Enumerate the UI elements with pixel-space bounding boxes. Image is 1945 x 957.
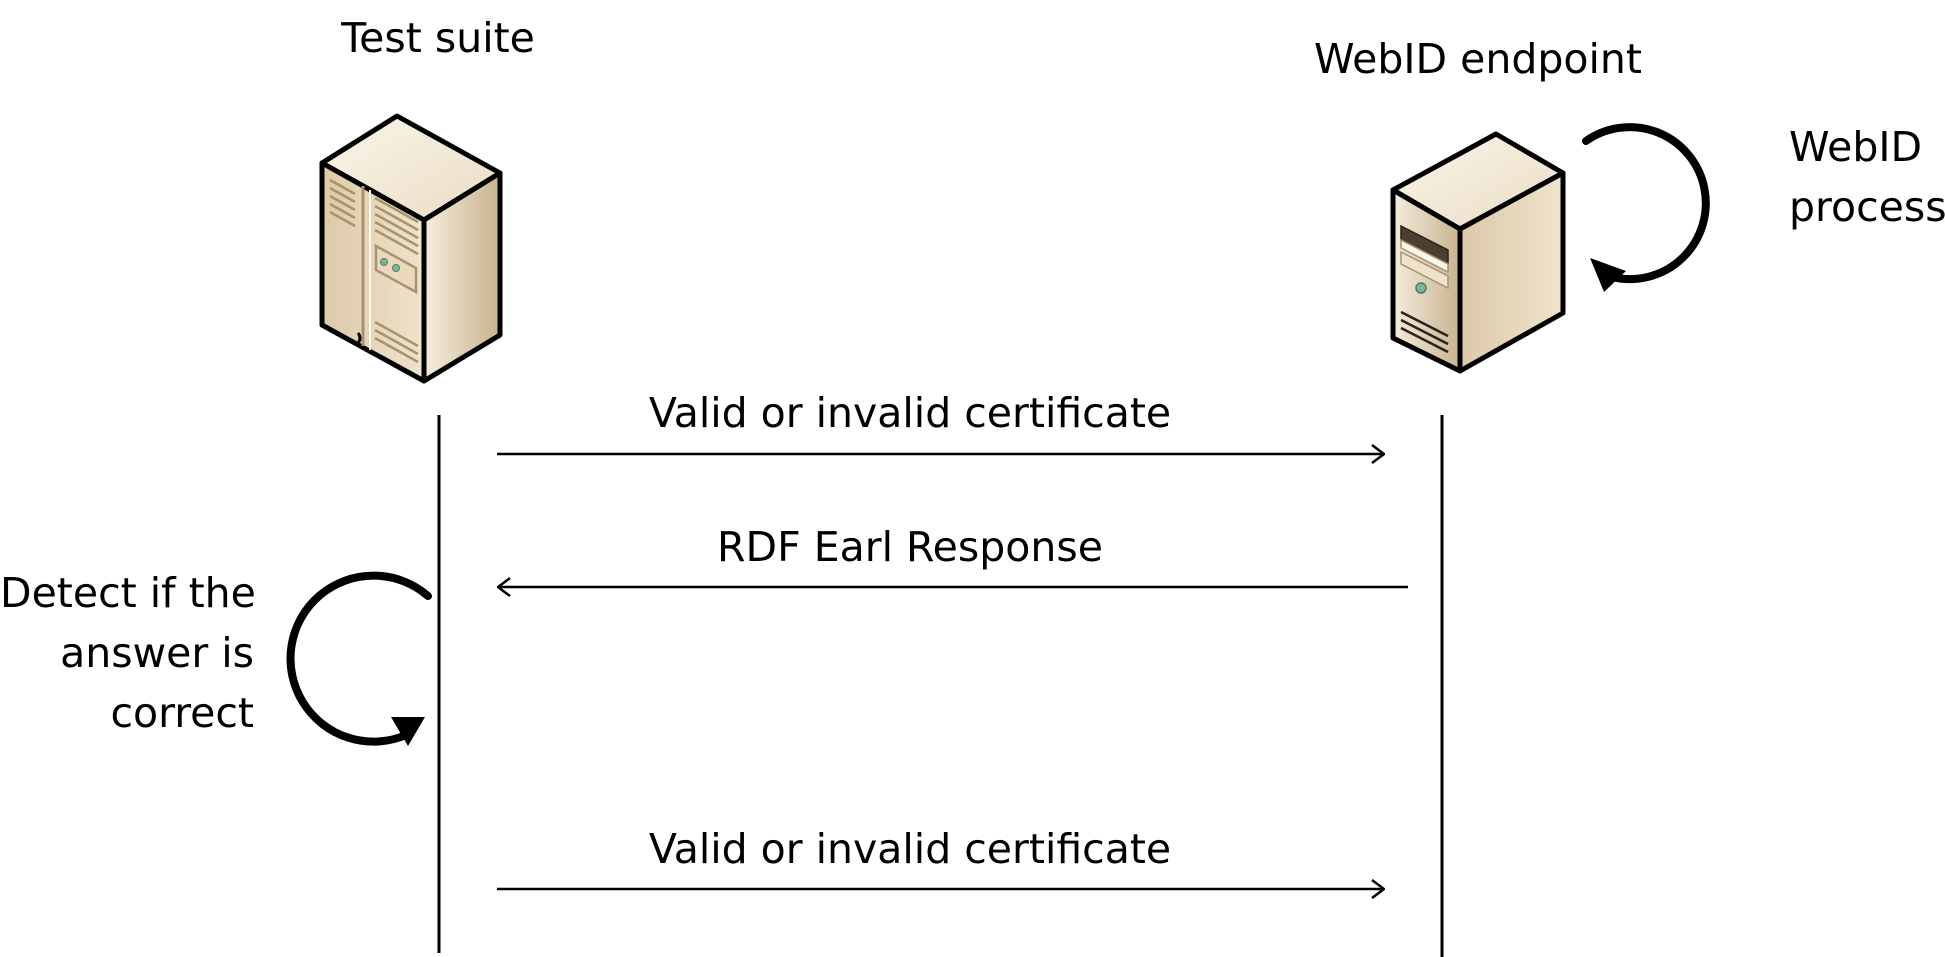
message-label-3: Valid or invalid certificate (648, 825, 1172, 873)
detect-label-line1: Detect if the (0, 569, 256, 617)
detect-loop-arrow (286, 571, 432, 746)
detect-label-line3: correct (110, 689, 254, 737)
detect-label-line2: answer is (60, 629, 254, 677)
message-label-1: Valid or invalid certificate (648, 389, 1172, 437)
webid-process-label-line2: process (1789, 183, 1945, 231)
message-label-2: RDF Earl Response (717, 523, 1103, 571)
server-icon (1390, 131, 1566, 374)
webid-process-loop-arrow (1582, 123, 1710, 292)
test-suite-title: Test suite (341, 14, 535, 62)
webid-process-label-line1: WebID (1789, 123, 1923, 171)
webid-endpoint-title: WebID endpoint (1314, 35, 1642, 83)
server-tower-icon (319, 113, 503, 384)
